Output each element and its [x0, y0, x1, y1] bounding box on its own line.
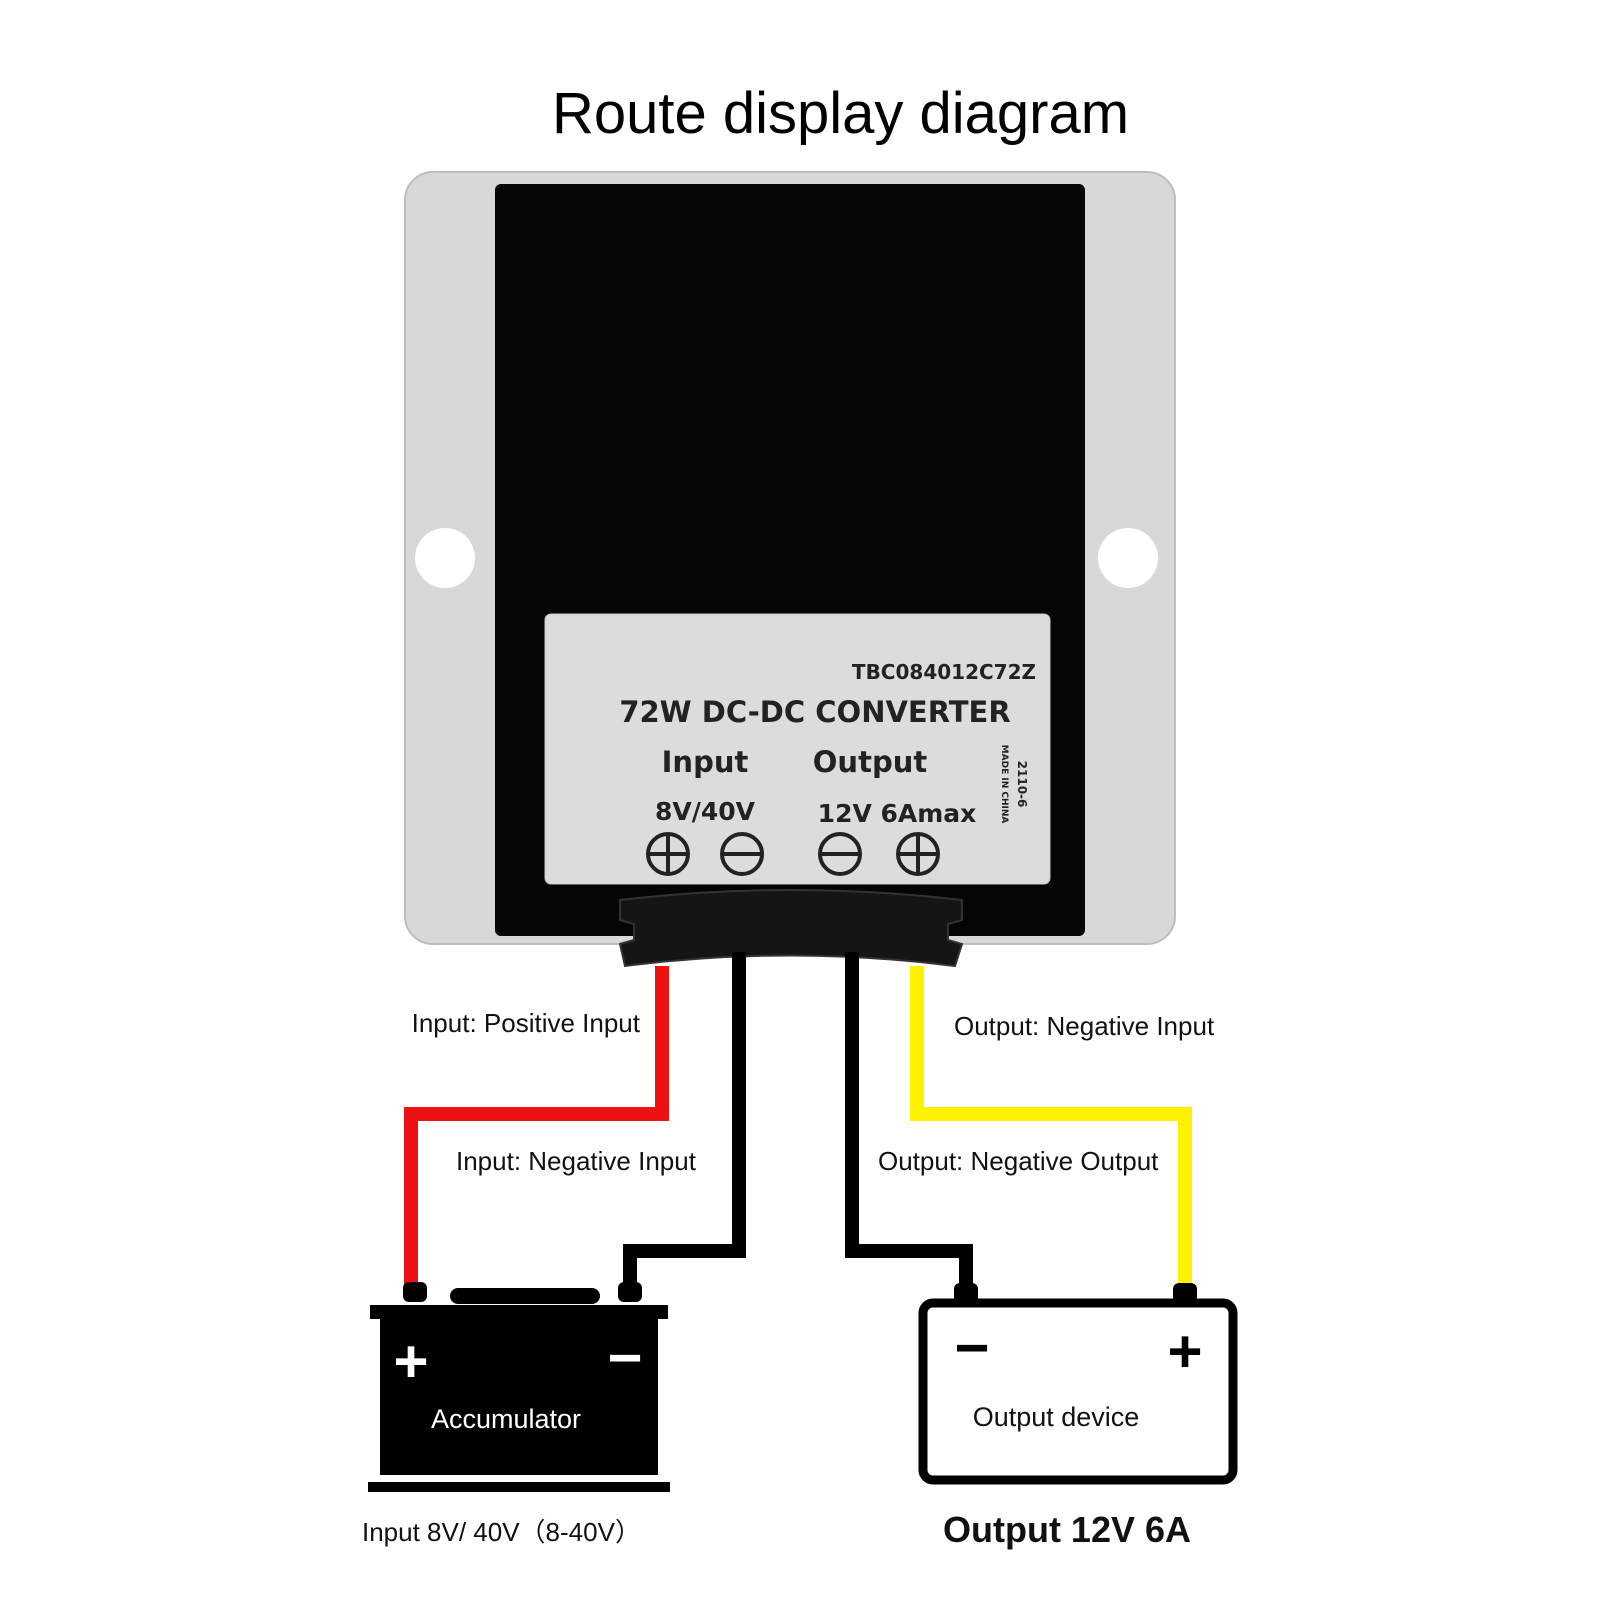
terminal-minus-out-icon — [818, 832, 862, 876]
terminal-plus-out-icon — [896, 832, 940, 876]
mounting-hole-left — [415, 528, 475, 588]
batch-code: 2110-6 — [1015, 761, 1029, 808]
converter-name: 72W DC-DC CONVERTER — [619, 695, 1010, 729]
output-device-label: Output device — [973, 1402, 1140, 1432]
accumulator-plus-sign: + — [393, 1328, 428, 1395]
accumulator-label: Accumulator — [431, 1404, 581, 1434]
output-device-minus-sign: − — [954, 1314, 989, 1381]
output-device-body — [918, 1298, 1238, 1485]
plate-input-spec: 8V/40V — [655, 797, 756, 826]
label-plate: TBC084012C72Z 72W DC-DC CONVERTER Input … — [544, 613, 1051, 885]
page-title: Route display diagram — [551, 81, 1130, 146]
red-wire — [404, 966, 669, 1290]
plate-output-spec: 12V 6Amax — [818, 799, 977, 828]
accumulator: + − Accumulator — [368, 1282, 670, 1492]
yellow-wire-label: Output: Negative Input — [954, 1011, 1215, 1041]
yellow-wire — [910, 966, 1192, 1290]
input-caption: Input 8V/ 40V（8-40V） — [362, 1517, 641, 1547]
black-input-wire-label: Input: Negative Input — [456, 1146, 697, 1176]
accumulator-body — [380, 1319, 658, 1475]
output-device: − + Output device — [918, 1283, 1238, 1485]
plate-input-label: Input — [662, 745, 749, 779]
terminal-minus-in-icon — [720, 832, 764, 876]
cable-grommet — [618, 889, 964, 968]
output-device-plus-sign: + — [1167, 1318, 1202, 1385]
black-output-wire — [845, 952, 973, 1290]
output-caption: Output 12V 6A — [943, 1509, 1191, 1550]
accumulator-lid — [370, 1305, 668, 1319]
made-in-china: MADE IN CHINA — [999, 745, 1009, 824]
label-plate-background — [544, 613, 1051, 885]
red-wire-label: Input: Positive Input — [412, 1008, 641, 1038]
accumulator-positive-post — [403, 1282, 427, 1302]
plate-output-label: Output — [813, 745, 928, 779]
wires — [404, 952, 1192, 1290]
accumulator-handle — [450, 1288, 600, 1304]
mounting-hole-right — [1098, 528, 1158, 588]
converter-module: TBC084012C72Z 72W DC-DC CONVERTER Input … — [404, 171, 1176, 968]
accumulator-base-line — [368, 1482, 670, 1492]
black-output-wire-label: Output: Negative Output — [878, 1146, 1159, 1176]
model-number: TBC084012C72Z — [852, 660, 1036, 684]
output-device-positive-post — [1173, 1283, 1197, 1303]
accumulator-negative-post — [618, 1282, 642, 1302]
terminal-plus-in-icon — [646, 832, 690, 876]
accumulator-minus-sign: − — [607, 1324, 642, 1391]
output-device-negative-post — [954, 1283, 978, 1303]
black-input-wire — [623, 952, 746, 1290]
